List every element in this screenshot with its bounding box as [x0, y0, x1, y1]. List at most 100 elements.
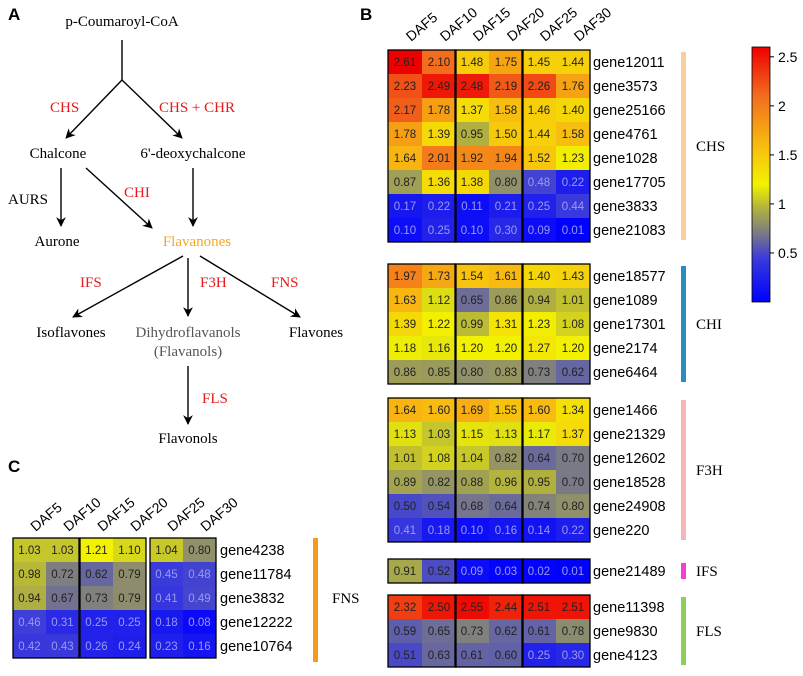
heatmap-b-gene-label: gene25166 — [593, 103, 666, 119]
heatmap-b-cell-value: 1.78 — [394, 129, 416, 141]
heatmap-c-block-outline — [79, 537, 147, 659]
heatmap-b-cell — [455, 74, 489, 98]
heatmap-b-cell-value: 1.36 — [428, 177, 450, 189]
panel-label-c: C — [8, 457, 20, 476]
heatmap-b-cell-value: 0.01 — [562, 225, 584, 237]
heatmap-b-cell-value: 0.17 — [394, 201, 416, 213]
heatmap-b-gene-label: gene6464 — [593, 365, 658, 381]
heatmap-b-cell — [556, 446, 590, 470]
heatmap-b-block-outline — [387, 397, 457, 543]
heatmap-b-cell — [489, 559, 523, 583]
heatmap-b-block-outline — [521, 594, 591, 668]
heatmap-b-cell-value: 1.75 — [495, 57, 517, 69]
heatmap-b-cell-value: 0.95 — [528, 477, 550, 489]
heatmap-b-gene-label: gene12011 — [593, 55, 665, 71]
heatmap-b-cell-value: 1.01 — [394, 453, 416, 465]
heatmap-b-block-outline — [454, 558, 524, 584]
heatmap-b-cell — [388, 50, 422, 74]
heatmap-b-cell — [522, 312, 556, 336]
heatmap-b-cell — [455, 360, 489, 384]
heatmap-b-cell — [388, 312, 422, 336]
heatmap-c-cell — [13, 586, 46, 610]
heatmap-b-cell-value: 0.61 — [528, 626, 550, 638]
edge-coa-deoxychalcone — [121, 79, 183, 139]
heatmap-c-column-label: DAF5 — [27, 499, 65, 534]
heatmap-b-cell — [455, 470, 489, 494]
heatmap-c-cell-value: 1.21 — [85, 545, 107, 557]
heatmap-b-cell-value: 0.68 — [461, 501, 483, 513]
heatmap-c-gene-label: gene11784 — [220, 567, 292, 583]
heatmap-c-cell-value: 0.46 — [18, 617, 40, 629]
heatmap-b-cell-value: 0.09 — [461, 566, 483, 578]
heatmap-b-cell — [388, 619, 422, 643]
heatmap-b-cell — [522, 336, 556, 360]
heatmap-b-cell-value: 0.88 — [461, 477, 483, 489]
heatmap-b-cell-value: 0.30 — [562, 650, 584, 662]
heatmap-b-block-outline — [387, 558, 457, 584]
heatmap-b-cell-value: 1.60 — [528, 405, 550, 417]
heatmap-b-cell-value: 1.13 — [394, 429, 416, 441]
heatmap-b-cell — [422, 559, 456, 583]
heatmap-c-cell-value: 0.79 — [118, 593, 140, 605]
heatmap-c-cell-value: 0.45 — [155, 569, 177, 581]
heatmap-b-cell — [422, 312, 456, 336]
heatmap-b-cell-value: 0.30 — [495, 225, 517, 237]
enzyme-chs-chr: CHS + CHR — [159, 100, 235, 116]
heatmap-b-cell — [422, 595, 456, 619]
heatmap-b-cell — [556, 264, 590, 288]
heatmap-b-cell-value: 1.20 — [461, 343, 483, 355]
heatmap-b-cell — [388, 170, 422, 194]
heatmap-b-gene-label: gene18577 — [593, 269, 666, 285]
heatmap-b-cell — [455, 170, 489, 194]
heatmap-b-cell — [388, 336, 422, 360]
heatmap-b-cell — [422, 122, 456, 146]
heatmap-b-cell — [388, 446, 422, 470]
heatmap-b-cell-value: 0.86 — [394, 367, 416, 379]
edge-coa-chalcone — [65, 79, 123, 139]
heatmap-b-cell — [388, 494, 422, 518]
group-label-fns: FNS — [332, 591, 360, 607]
heatmap-b-cell — [422, 643, 456, 667]
heatmap-b-cell — [556, 360, 590, 384]
heatmap-b-cell — [388, 98, 422, 122]
heatmap-b-cell — [455, 619, 489, 643]
heatmap-c-cell — [13, 562, 46, 586]
heatmap-b-cell-value: 2.51 — [528, 602, 550, 614]
heatmap-b-cell-value: 1.27 — [528, 343, 550, 355]
heatmap-c-cell — [150, 538, 183, 562]
colorbar-tick-label: 1 — [778, 196, 786, 212]
heatmap-b-cell — [489, 264, 523, 288]
heatmap-b-cell — [489, 312, 523, 336]
heatmap-b-cell — [422, 518, 456, 542]
heatmap-c-cell — [80, 562, 113, 586]
edge-flavanones-isoflavones — [72, 255, 184, 318]
heatmap-b-cell-value: 2.51 — [562, 602, 584, 614]
enzyme-fls: FLS — [202, 391, 228, 407]
heatmap-b-cell — [388, 398, 422, 422]
heatmap-b-cell — [522, 264, 556, 288]
heatmap-b-cell-value: 0.91 — [394, 566, 416, 578]
heatmap-b-cell — [556, 619, 590, 643]
heatmap-c-cell — [150, 634, 183, 658]
heatmap-b-cell-value: 0.18 — [428, 525, 450, 537]
heatmap-b-gene-label: gene3833 — [593, 199, 658, 215]
heatmap-b-gene-label: gene9830 — [593, 624, 658, 640]
enzyme-chi: CHI — [124, 185, 150, 201]
node-6-deoxychalcone: 6'-deoxychalcone — [140, 146, 245, 162]
heatmap-b-cell-value: 1.38 — [461, 177, 483, 189]
heatmap-b-cell — [455, 146, 489, 170]
heatmap-b-cell — [556, 288, 590, 312]
heatmap-b-cell — [522, 619, 556, 643]
heatmap-b-cell — [489, 288, 523, 312]
heatmap-b-cell-value: 0.63 — [428, 650, 450, 662]
heatmap-b-cell — [388, 146, 422, 170]
heatmap-b-cell-value: 0.48 — [528, 177, 550, 189]
heatmap-c-cell — [13, 538, 46, 562]
heatmap-b-cell-value: 0.82 — [495, 453, 517, 465]
heatmap-b-cell-value: 0.65 — [428, 626, 450, 638]
heatmap-c-cell-value: 0.94 — [18, 593, 41, 605]
heatmap-b-cell — [522, 518, 556, 542]
heatmap-b-cell — [489, 74, 523, 98]
heatmap-b-cell — [388, 470, 422, 494]
